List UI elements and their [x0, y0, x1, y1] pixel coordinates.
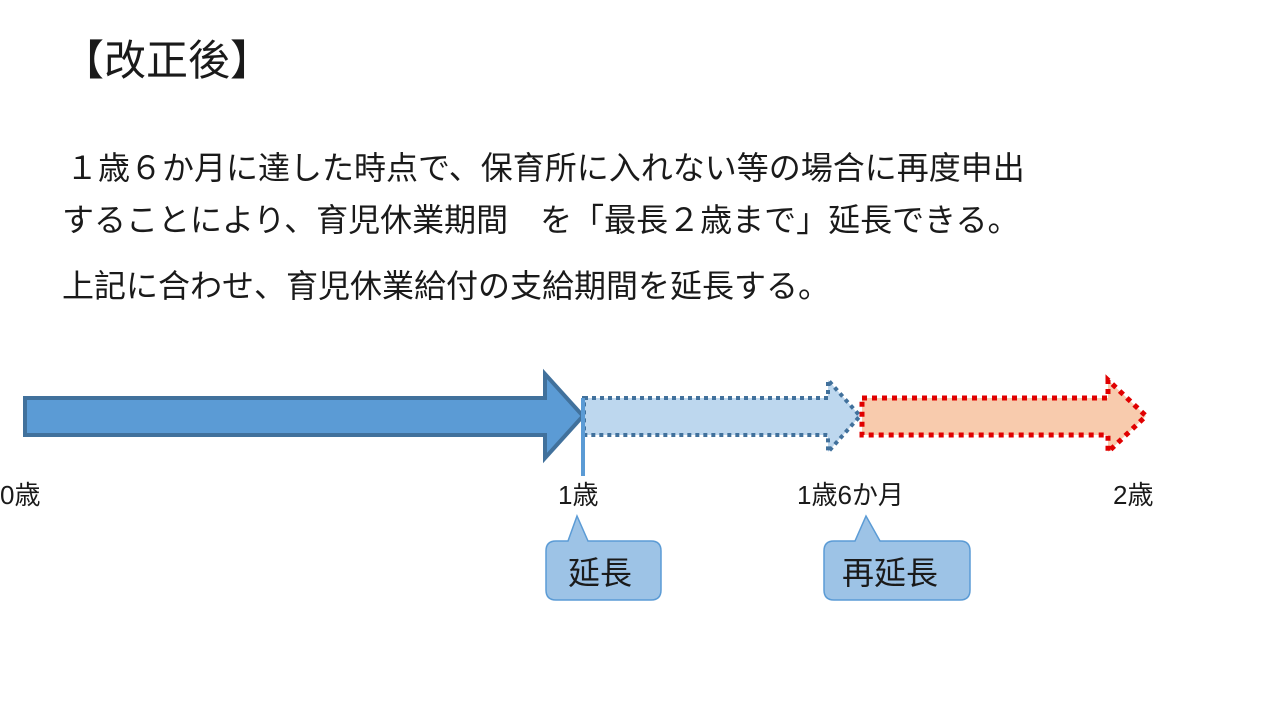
- extension-callout: [545, 513, 662, 601]
- re-extension-arrow: [859, 374, 1150, 458]
- age1-6-label: 1歳6か月: [797, 480, 904, 510]
- age0-label: 0歳: [0, 480, 40, 510]
- benefit-description: 上記に合わせ、育児休業給付の支給期間を延長する。: [62, 267, 831, 305]
- extension-arrow: [582, 374, 863, 458]
- description-line-1: １歳６か月に達した時点で、保育所に入れない等の場合に再度申出: [66, 149, 1025, 187]
- description-line-2: することにより、育児休業期間 を「最長２歳まで」延長できる。: [62, 201, 1020, 239]
- age1-label: 1歳: [558, 480, 598, 510]
- re-extension-callout: [823, 514, 971, 601]
- base-leave-arrow: [23, 368, 586, 464]
- page-title: 【改正後】: [62, 36, 273, 85]
- re-extension-callout-label: 再延長: [842, 554, 938, 592]
- age2-label: 2歳: [1113, 480, 1153, 510]
- extension-callout-label: 延長: [568, 554, 632, 592]
- main-description: １歳６か月に達した時点で、保育所に入れない等の場合に再度申出 することにより、育…: [62, 142, 1025, 246]
